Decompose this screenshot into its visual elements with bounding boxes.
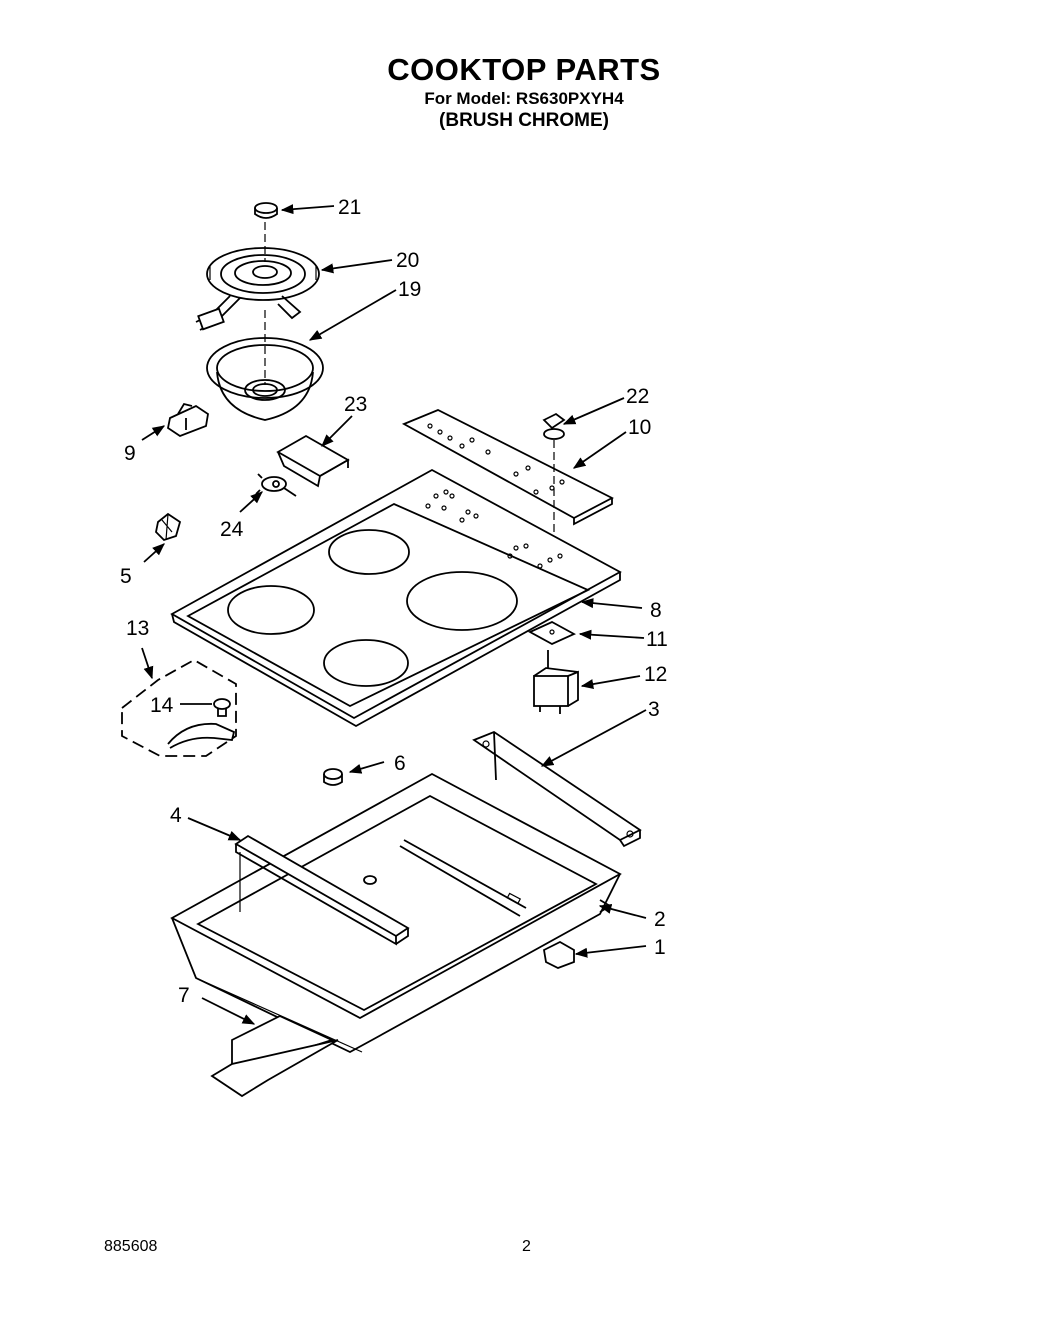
callout-4: 4 xyxy=(170,804,182,827)
callout-21: 21 xyxy=(338,196,361,219)
callout-23: 23 xyxy=(344,393,367,416)
page-number: 2 xyxy=(522,1238,531,1255)
part-8-drawing xyxy=(170,468,622,728)
part-11-drawing xyxy=(527,620,577,646)
part-19-drawing xyxy=(206,222,324,421)
part-22-drawing xyxy=(542,412,566,570)
page-title: COOKTOP PARTS xyxy=(387,52,661,87)
part-7-drawing xyxy=(210,1015,339,1098)
part-10-drawing xyxy=(401,409,614,526)
callout-5: 5 xyxy=(120,565,132,588)
callout-3: 3 xyxy=(648,698,660,721)
part-21-drawing xyxy=(254,202,278,219)
callout-10: 10 xyxy=(628,416,651,439)
callout-2: 2 xyxy=(654,908,666,931)
callout-20: 20 xyxy=(396,249,419,272)
finish-label: (BRUSH CHROME) xyxy=(439,110,609,131)
part-3-drawing xyxy=(472,730,642,848)
part-4-drawing xyxy=(234,834,410,946)
part-1-drawing xyxy=(543,940,575,969)
callout-6: 6 xyxy=(394,752,406,775)
part-6-drawing xyxy=(323,768,343,786)
leader-lines xyxy=(141,204,647,1025)
part-2-drawing xyxy=(170,772,622,1054)
callout-11: 11 xyxy=(646,628,668,651)
callout-1: 1 xyxy=(654,936,666,959)
part-5-drawing xyxy=(155,512,182,542)
document-number: 885608 xyxy=(104,1238,158,1255)
callout-13: 13 xyxy=(126,617,149,640)
callout-8: 8 xyxy=(650,599,662,622)
part-9-drawing xyxy=(166,402,209,438)
part-20-drawing xyxy=(195,247,320,331)
model-line: For Model: RS630PXYH4 xyxy=(424,89,624,108)
callout-12: 12 xyxy=(644,663,667,686)
callout-9: 9 xyxy=(124,442,136,465)
part-13-drawing xyxy=(121,658,237,757)
part-12-drawing xyxy=(533,650,579,714)
callout-24: 24 xyxy=(220,518,244,541)
callout-7: 7 xyxy=(178,984,190,1007)
callout-14: 14 xyxy=(150,694,174,717)
callout-22: 22 xyxy=(626,385,649,408)
part-23-drawing xyxy=(276,434,350,488)
callout-19: 19 xyxy=(398,278,421,301)
